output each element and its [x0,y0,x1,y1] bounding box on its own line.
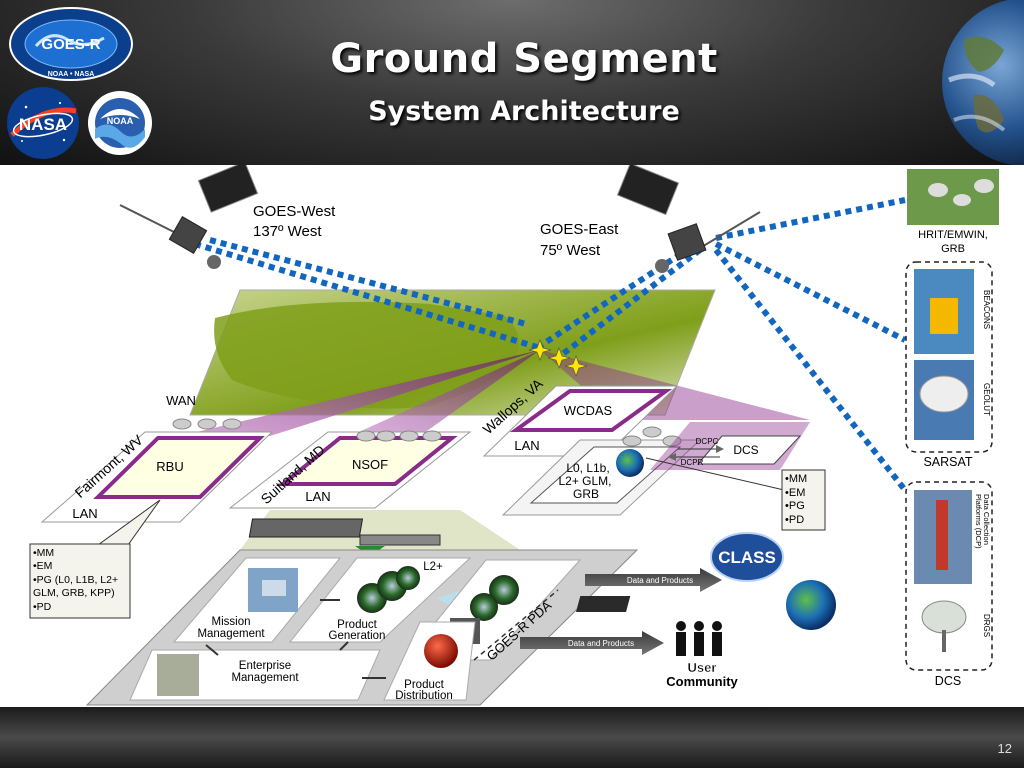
fairmont-callout [29,543,131,619]
enterprise-photo [157,654,199,696]
geolut-label: GEOLUT [982,383,991,416]
noaa-logo-label: NOAA [107,116,134,126]
wallops-antennas [622,426,682,447]
beam-fairmont [180,350,540,436]
slide-header: GOES-R NOAA • NASA NASA NOAA Ground Segm… [0,0,1024,165]
fairmont-callout-pg: •PG (L0, L1B, L2+ [33,574,118,586]
enterprise-line2: Management [231,672,299,684]
wallops-callout-pointer [645,457,785,491]
wallops-products-line2: L2+ GLM, [558,474,611,488]
page-number: 12 [997,741,1012,756]
pda-image-2 [470,593,498,621]
dcp-line2: Platforms (DCP) [974,494,983,549]
pd-red-globe [424,634,458,668]
data-products-arrow-1-label: Data and Products [627,576,693,585]
nsof-label: NSOF [352,457,388,472]
ent-pg-link [339,641,349,651]
wan-label: WAN [166,393,196,408]
goes-east-name: GOES-East [540,221,619,238]
noaa-logo: NOAA [88,91,152,155]
pda-image-1 [489,575,519,605]
goes-logo-bottom: NOAA • NASA [48,71,95,78]
dcs-group [905,481,993,671]
user-community-line2: Community [666,674,738,689]
hrit-photo [907,169,999,225]
fairmont-callout-pd: •PD [33,601,52,613]
product-distribution-line1: Product [404,679,444,691]
goes-east-position: 75º West [540,242,601,259]
product-generation-line2: Generation [329,630,386,642]
wallops-callout-pd: •PD [785,514,804,526]
dcs-box-label: DCS [733,443,758,457]
goes-west-name: GOES-West [253,203,336,220]
slide-title: Ground Segment [330,36,718,82]
wallops-products-line1: L0, L1b, [566,461,609,475]
dcs-right-label: DCS [935,674,961,688]
lan-wallops-label: LAN [514,438,539,453]
rbu-box [93,436,265,499]
wallops-callout [781,469,826,531]
sarsat-label: SARSAT [923,455,972,469]
wcdas-label: WCDAS [564,403,613,418]
l2-label: L2+ [423,561,443,573]
dcp-line1: Data Collection [982,494,991,545]
data-products-arrow-1 [585,568,722,592]
earth-image [942,0,1024,165]
product-distribution-line2: Distribution [395,690,453,702]
lan-suitland-label: LAN [305,489,330,504]
sarsat-group [905,261,993,453]
fairmont-callout-mm: •MM [33,547,54,559]
wallops-callout-mm: •MM [785,473,807,485]
rbu-label: RBU [156,459,183,474]
enterprise-line1: Enterprise [239,660,291,672]
beacons-label: BEACONS [982,290,991,329]
goes-logo-label: GOES-R [41,36,100,53]
drgs-label: DRGS [982,614,991,637]
rbu-antennas [172,418,242,430]
slide-subtitle: System Architecture [368,96,680,127]
wallops-callout-em: •EM [785,487,805,499]
slide-footer [0,707,1024,768]
beam-suitland [350,350,540,436]
data-products-arrow-2 [520,631,664,655]
goes-west-satellite-icon [119,161,259,269]
user-community-icon [676,621,722,656]
wallops-products-line3: GRB [573,487,599,501]
goes-east-satellite-icon [616,162,761,273]
awips-logo: AWIPS [576,580,836,630]
wallops-callout-pg: •PG [785,500,805,512]
pg-image-3 [396,566,420,590]
dcpr-label: DCPR [681,458,704,467]
mission-management-line2: Management [197,628,265,640]
hrit-line1: HRIT/EMWIN, [918,229,988,241]
mission-management-line1: Mission [212,616,251,628]
site-stars [528,339,588,377]
landmass [214,301,519,409]
hrit-line2: GRB [941,243,965,255]
architecture-diagram: RBU LAN Fairmont, WV WAN NSOF LAN Suitla… [0,161,1024,707]
fairmont-callout-em: •EM [33,560,52,572]
dcs-box [696,435,802,465]
wallops-globe-icon [616,449,644,477]
goes-logo: GOES-R NOAA • NASA [9,7,133,81]
product-generation-line1: Product [337,619,377,631]
dcpc-label: DCPC [696,437,719,446]
data-products-arrow-2-label: Data and Products [568,639,634,648]
ent-mm-link [205,644,219,656]
nsof-antennas [356,430,442,442]
goes-west-position: 137º West [253,223,322,240]
class-logo-label: CLASS [718,548,776,567]
nasa-logo: NASA [7,87,79,159]
satellite-downlinks [194,197,908,492]
lan-fairmont-label: LAN [72,506,97,521]
awips-logo-label: AWIPS [747,598,786,612]
class-logo: CLASS [710,532,784,582]
user-community-line1: User [688,660,717,675]
pda-dash [473,589,559,661]
wcdas-box [509,389,673,432]
nasa-logo-label: NASA [19,115,67,134]
fairmont-callout-pg2: GLM, GRB, KPP) [33,587,115,599]
